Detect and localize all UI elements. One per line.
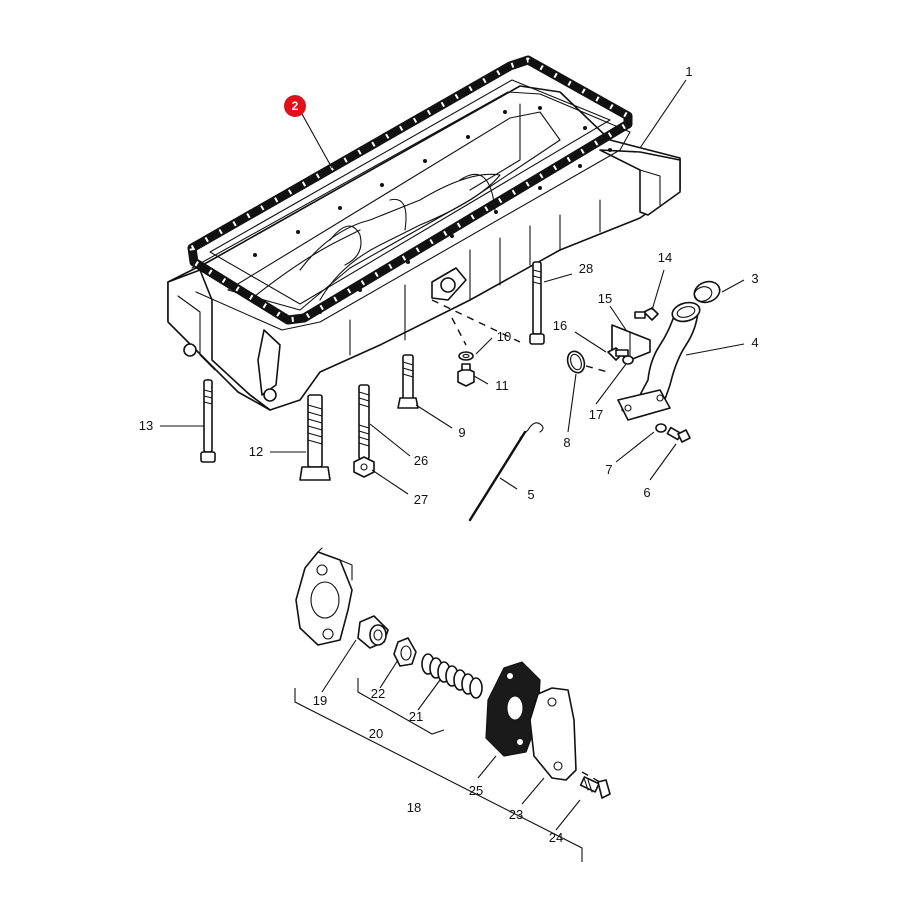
stud-26	[358, 384, 370, 460]
bolt-9	[397, 354, 419, 409]
spring-21	[421, 653, 483, 699]
callout-label-14[interactable]: 14	[658, 250, 672, 265]
callout-2-highlight[interactable]: 2	[284, 95, 306, 117]
valve-housing-19	[295, 547, 353, 646]
callout-label-25[interactable]: 25	[469, 783, 483, 798]
bolt-24	[579, 776, 611, 799]
drain-plug-11	[457, 363, 475, 387]
flange-holes	[216, 106, 612, 314]
o-ring-8	[566, 350, 586, 374]
callout-label-24[interactable]: 24	[549, 830, 563, 845]
bolt-13	[200, 379, 216, 463]
callout-label-26[interactable]: 26	[414, 453, 428, 468]
bolt-14	[634, 307, 659, 321]
bolt-16	[607, 347, 629, 361]
callout-label-28[interactable]: 28	[579, 261, 593, 276]
callout-label-11[interactable]: 11	[495, 378, 509, 393]
washer-7	[655, 423, 667, 433]
filler-tube-4	[617, 301, 701, 421]
callout-label-1[interactable]: 1	[685, 64, 692, 79]
callout-label-21[interactable]: 21	[409, 709, 423, 724]
highlight-badge	[284, 95, 306, 117]
drain-axis	[431, 299, 521, 343]
leader-lines	[160, 79, 745, 831]
bracket-18	[294, 688, 583, 862]
dipstick-5	[468, 422, 544, 522]
callout-label-7[interactable]: 7	[605, 462, 612, 477]
bracket-20	[357, 678, 445, 735]
callout-labels: 1 3 4 5 6 7 8 9 10 11 12 13 14 15 16 17 …	[139, 64, 759, 845]
bolt-24-axis	[581, 771, 601, 783]
callout-label-8[interactable]: 8	[563, 435, 570, 450]
plunger-22	[357, 615, 389, 649]
sleeve-22	[393, 637, 417, 667]
callout-label-15[interactable]: 15	[598, 291, 612, 306]
callout-label-17[interactable]: 17	[589, 407, 603, 422]
callout-label-3[interactable]: 3	[751, 271, 758, 286]
callout-label-10[interactable]: 10	[497, 329, 511, 344]
bolt-28	[529, 261, 545, 345]
callout-label-13[interactable]: 13	[139, 418, 153, 433]
bolt-6	[666, 426, 691, 443]
gasket-25	[485, 661, 541, 757]
callout-label-16[interactable]: 16	[553, 318, 567, 333]
callout-label-19[interactable]: 19	[313, 693, 327, 708]
gasket	[187, 55, 633, 325]
callout-label-22[interactable]: 22	[371, 686, 385, 701]
washer-10	[458, 351, 474, 361]
callout-label-27[interactable]: 27	[414, 492, 428, 507]
washer-17	[622, 355, 634, 365]
drain-axis-2	[451, 317, 467, 346]
nut-27	[353, 456, 375, 478]
cover-plate-23	[529, 687, 577, 781]
o-ring-axis	[585, 365, 609, 373]
callout-label-23[interactable]: 23	[509, 807, 523, 822]
callout-label-12[interactable]: 12	[249, 444, 263, 459]
callout-label-5[interactable]: 5	[527, 487, 534, 502]
callout-label-9[interactable]: 9	[458, 425, 465, 440]
callout-label-4[interactable]: 4	[751, 335, 758, 350]
callout-label-6[interactable]: 6	[643, 485, 650, 500]
callout-label-18[interactable]: 18	[407, 800, 421, 815]
bolt-12	[299, 394, 331, 481]
cap-3	[693, 280, 721, 304]
callout-label-20[interactable]: 20	[369, 726, 383, 741]
callout-label-2: 2	[292, 99, 299, 113]
